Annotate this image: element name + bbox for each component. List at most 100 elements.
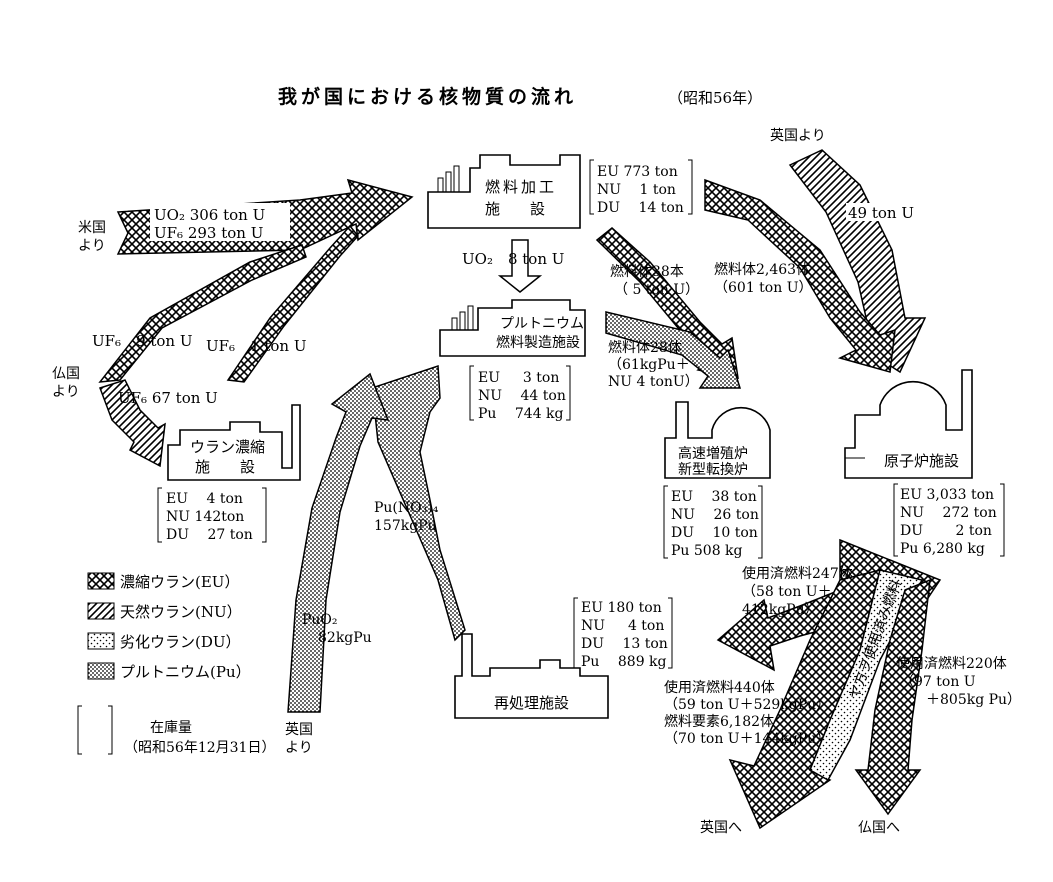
label-fr-src: 仏国	[52, 366, 80, 382]
facility-reproc-name: 再処理施設	[494, 694, 569, 712]
page-title: 我が国における核物質の流れ	[278, 85, 577, 108]
label-pu-no3: 157kgPu	[374, 518, 437, 534]
inventory-line: NU 142ton	[166, 509, 244, 525]
label-fa-38: （ 5 ton U）	[614, 282, 699, 298]
label-fa-28: NU 4 tonU）	[608, 374, 699, 390]
label-fa-2463: 燃料体2,463体	[714, 261, 810, 278]
label-puo2: PuO₂	[302, 612, 338, 628]
label-spent-440: 使用済燃料440体	[664, 679, 775, 696]
facility-fuel-fab-name2: 施 設	[485, 200, 545, 218]
facility-enrich-name2: 施 設	[195, 458, 255, 476]
facility-pu-fab-name2: 燃料製造施設	[496, 334, 580, 351]
inventory-reproc: EU 180 ton NU 4 ton DU 13 ton Pu 889 kg	[573, 597, 673, 670]
label-pu-no3: Pu(NO₃)₄	[374, 500, 439, 516]
facility-fbr-name1: 高速増殖炉	[678, 445, 748, 462]
facility-fbr: 高速増殖炉 新型転換炉	[664, 401, 771, 479]
legend-swatch-eu	[87, 572, 115, 590]
flow-arrow-puo2	[287, 372, 390, 713]
legend-label-eu: 濃縮ウラン(EU）	[120, 573, 239, 591]
label-us-uf6: UF₆ 293 ton U	[154, 224, 263, 242]
label-to-uk: 英国へ	[700, 819, 742, 836]
legend-swatch-pu	[87, 662, 115, 680]
inventory-line: DU 27 ton	[166, 527, 253, 543]
inventory-line: EU 3,033 ton	[900, 487, 994, 503]
label-uf6-1: UF₆ 1 ton U	[206, 337, 307, 355]
label-fa-38: 燃料体38本	[610, 263, 684, 280]
label-uf6-9: UF₆ 9 ton U	[92, 332, 193, 350]
inventory-line: EU 4 ton	[166, 491, 243, 507]
label-fa-2463: （601 ton U）	[714, 280, 813, 296]
inventory-enrich: EU 4 ton NU 142ton DU 27 ton	[157, 487, 267, 543]
label-fa-28: （61kgPu＋	[608, 357, 690, 373]
label-spent-440: （70 ton U＋144kgPu）	[664, 731, 830, 747]
flow-arrow-fa-28	[605, 311, 742, 389]
label-spent-247: 使用済燃料247体	[742, 565, 853, 582]
flow-arrow-uf6-67	[99, 379, 166, 468]
facility-fuel-fab-name1: 燃料加工	[485, 178, 557, 196]
label-spent-220: ＋805kg Pu）	[926, 692, 1021, 708]
label-us-src: 米国	[78, 220, 106, 236]
inventory-line: DU 13 ton	[581, 636, 668, 652]
flow-arrow-pu-no3	[358, 364, 466, 642]
inventory-line: Pu 508 kg	[671, 543, 743, 559]
label-to-fr: 仏国へ	[858, 820, 900, 836]
facility-fbr-name2: 新型転換炉	[678, 462, 748, 478]
label-spent-220: （97 ton U	[900, 674, 976, 690]
label-us-uo2: UO₂ 306 ton U	[154, 206, 265, 224]
inventory-line: DU 2 ton	[900, 523, 992, 539]
inventory-line: EU 180 ton	[581, 600, 662, 616]
inventory-line: Pu 744 kg	[478, 406, 564, 422]
legend-label-du: 劣化ウラン(DU）	[120, 633, 241, 651]
label-spent-220: 使用済燃料220体	[896, 655, 1007, 672]
legend-swatch-du	[87, 632, 115, 650]
label-uo2-8: UO₂ 8 ton U	[462, 250, 564, 268]
legend-bracket	[77, 705, 113, 755]
inventory-line: DU 10 ton	[671, 525, 758, 541]
inventory-line: Pu 6,280 kg	[900, 541, 985, 557]
inventory-pu-fab: EU 3 ton NU 44 ton Pu 744 kg	[469, 365, 571, 422]
facility-pu-fab-name1: プルトニウム	[500, 316, 584, 332]
label-fa-28: 燃料体28体	[608, 339, 682, 356]
inventory-reactor: EU 3,033 ton NU 272 ton DU 2 ton Pu 6,28…	[893, 483, 1005, 557]
facility-reactor: 原子炉施設	[844, 369, 973, 479]
flow-arrow-spent-220	[854, 578, 931, 816]
legend: 濃縮ウラン(EU） 天然ウラン(NU） 劣化ウラン(DU） プルトニウム(Pu）…	[77, 572, 275, 756]
inventory-line: EU 3 ton	[478, 370, 559, 386]
label-uk-src2: より	[285, 740, 313, 756]
inventory-line: Pu 889 kg	[581, 654, 667, 670]
inventory-line: NU 26 ton	[671, 507, 759, 523]
label-uk-src2: 英国	[285, 721, 313, 738]
label-spent-440: （59 ton U＋529kgPu）	[664, 697, 830, 713]
label-spent-247: 412kgPu）	[742, 602, 819, 618]
facility-reproc: 再処理施設	[454, 633, 609, 719]
label-us-src: より	[78, 238, 106, 254]
inventory-fuel-fab: EU 773 ton NU 1 ton DU 14 ton	[589, 159, 693, 216]
inventory-line: NU 272 ton	[900, 505, 997, 521]
label-spent-247: （58 ton U＋	[742, 584, 832, 600]
legend-label-nu: 天然ウラン(NU）	[120, 603, 242, 621]
legend-inventory-label: 在庫量	[150, 719, 192, 736]
facility-enrich-name1: ウラン濃縮	[190, 438, 265, 456]
label-uf6-67: UF₆ 67 ton U	[118, 389, 218, 407]
facility-enrich: ウラン濃縮 施 設	[167, 404, 301, 481]
flow-arrow-uk-49	[788, 149, 927, 374]
inventory-fbr: EU 38 ton NU 26 ton DU 10 ton Pu 508 kg	[663, 485, 763, 559]
facility-pu-fab: プルトニウム 燃料製造施設	[439, 299, 586, 357]
label-uk-in: 英国より	[770, 127, 826, 144]
facility-fuel-fab: 燃料加工 施 設	[427, 154, 581, 229]
flow-arrow-uf6-9	[98, 244, 307, 383]
label-fr-src: より	[52, 384, 80, 400]
inventory-line: NU 4 ton	[581, 618, 664, 634]
inventory-line: NU 44 ton	[478, 388, 566, 404]
label-spent-440: 燃料要素6,182体	[664, 713, 774, 730]
label-uk-49: 49 ton U	[848, 204, 914, 222]
legend-label-pu: プルトニウム(Pu）	[120, 663, 251, 681]
legend-inventory-date: （昭和56年12月31日）	[124, 740, 275, 756]
legend-swatch-nu	[87, 602, 115, 620]
facility-reactor-name: 原子炉施設	[884, 452, 959, 470]
title-year: （昭和56年）	[668, 89, 762, 107]
inventory-line: DU 14 ton	[597, 200, 684, 216]
flow-arrow-uo2-8	[497, 239, 543, 293]
inventory-line: EU 38 ton	[671, 489, 757, 505]
